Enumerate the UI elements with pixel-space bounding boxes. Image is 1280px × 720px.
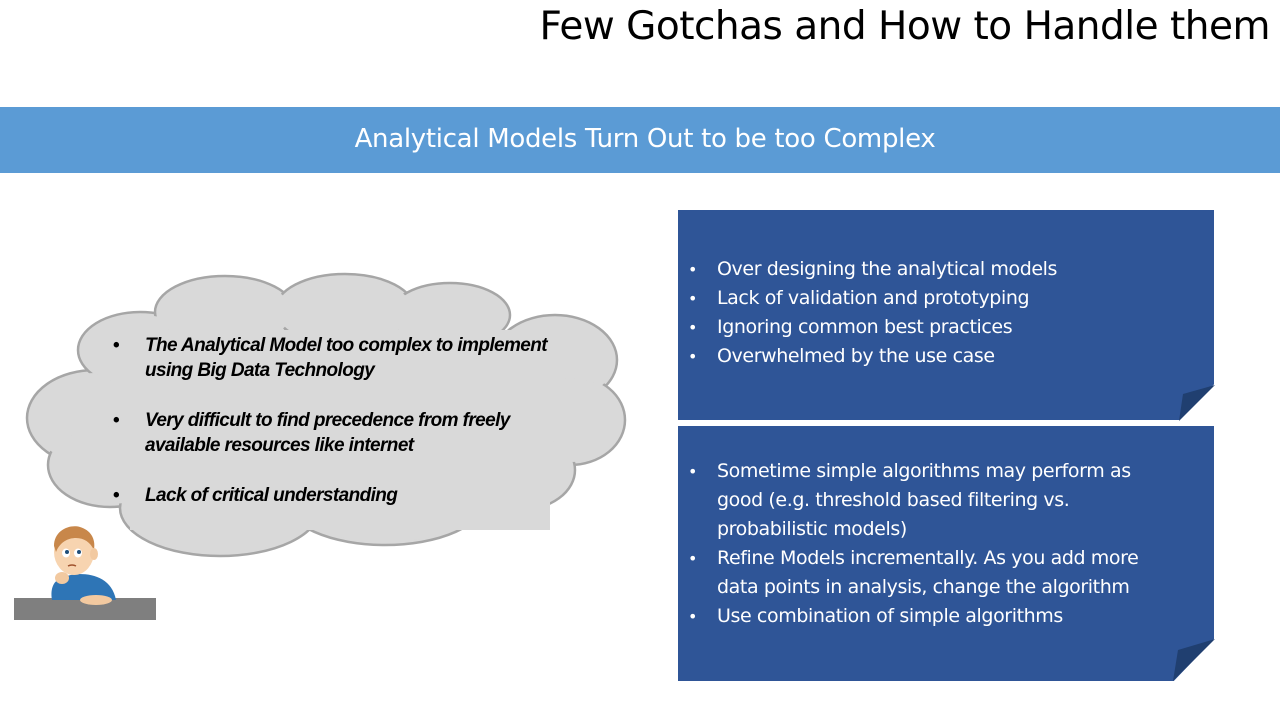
- remedy-item: • Sometime simple algorithms may perform…: [688, 457, 1168, 544]
- cause-item-text: Ignoring common best practices: [717, 316, 1013, 338]
- cloud-item: • Lack of critical understanding: [113, 483, 563, 508]
- remedy-item-text: Sometime simple algorithms may perform a…: [717, 460, 1131, 540]
- bullet-icon: •: [688, 347, 698, 366]
- causes-note: • Over designing the analytical models •…: [678, 210, 1214, 420]
- remedy-item-text: Use combination of simple algorithms: [717, 605, 1063, 627]
- cause-item-text: Lack of validation and prototyping: [717, 287, 1030, 309]
- banner-text: Analytical Models Turn Out to be too Com…: [354, 124, 936, 154]
- cloud-item: • The Analytical Model too complex to im…: [113, 333, 563, 383]
- cause-item: • Overwhelmed by the use case: [688, 342, 1168, 371]
- cloud-bullet-list: • The Analytical Model too complex to im…: [113, 333, 563, 533]
- thought-cloud: [25, 272, 627, 558]
- bullet-icon: •: [113, 410, 120, 431]
- bullet-icon: •: [113, 485, 120, 506]
- bullet-icon: •: [113, 335, 120, 356]
- bullet-icon: •: [688, 462, 698, 481]
- cause-item-text: Overwhelmed by the use case: [717, 345, 995, 367]
- cloud-item-text: Lack of critical understanding: [145, 485, 398, 506]
- cloud-item: • Very difficult to find precedence from…: [113, 408, 563, 458]
- cloud-item-text: Very difficult to find precedence from f…: [145, 410, 510, 456]
- remedies-list: • Sometime simple algorithms may perform…: [688, 457, 1168, 631]
- bullet-icon: •: [688, 549, 698, 568]
- cause-item: • Over designing the analytical models: [688, 255, 1168, 284]
- remedy-item-text: Refine Models incrementally. As you add …: [717, 547, 1139, 598]
- cause-item: • Ignoring common best practices: [688, 313, 1168, 342]
- remedy-item: • Use combination of simple algorithms: [688, 602, 1168, 631]
- cloud-item-text: The Analytical Model too complex to impl…: [145, 335, 548, 381]
- section-banner: Analytical Models Turn Out to be too Com…: [0, 107, 1280, 173]
- slide-title: Few Gotchas and How to Handle them: [539, 4, 1271, 49]
- cause-item: • Lack of validation and prototyping: [688, 284, 1168, 313]
- bullet-icon: •: [688, 607, 698, 626]
- bullet-icon: •: [688, 260, 698, 279]
- remedies-note: • Sometime simple algorithms may perform…: [678, 426, 1214, 681]
- page-fold-icon: [1179, 385, 1215, 421]
- bullet-icon: •: [688, 318, 698, 337]
- causes-list: • Over designing the analytical models •…: [688, 255, 1168, 371]
- page-fold-icon: [1173, 639, 1215, 681]
- bullet-icon: •: [688, 289, 698, 308]
- thinking-boy-icon: [14, 526, 156, 620]
- cause-item-text: Over designing the analytical models: [717, 258, 1058, 280]
- remedy-item: • Refine Models incrementally. As you ad…: [688, 544, 1168, 602]
